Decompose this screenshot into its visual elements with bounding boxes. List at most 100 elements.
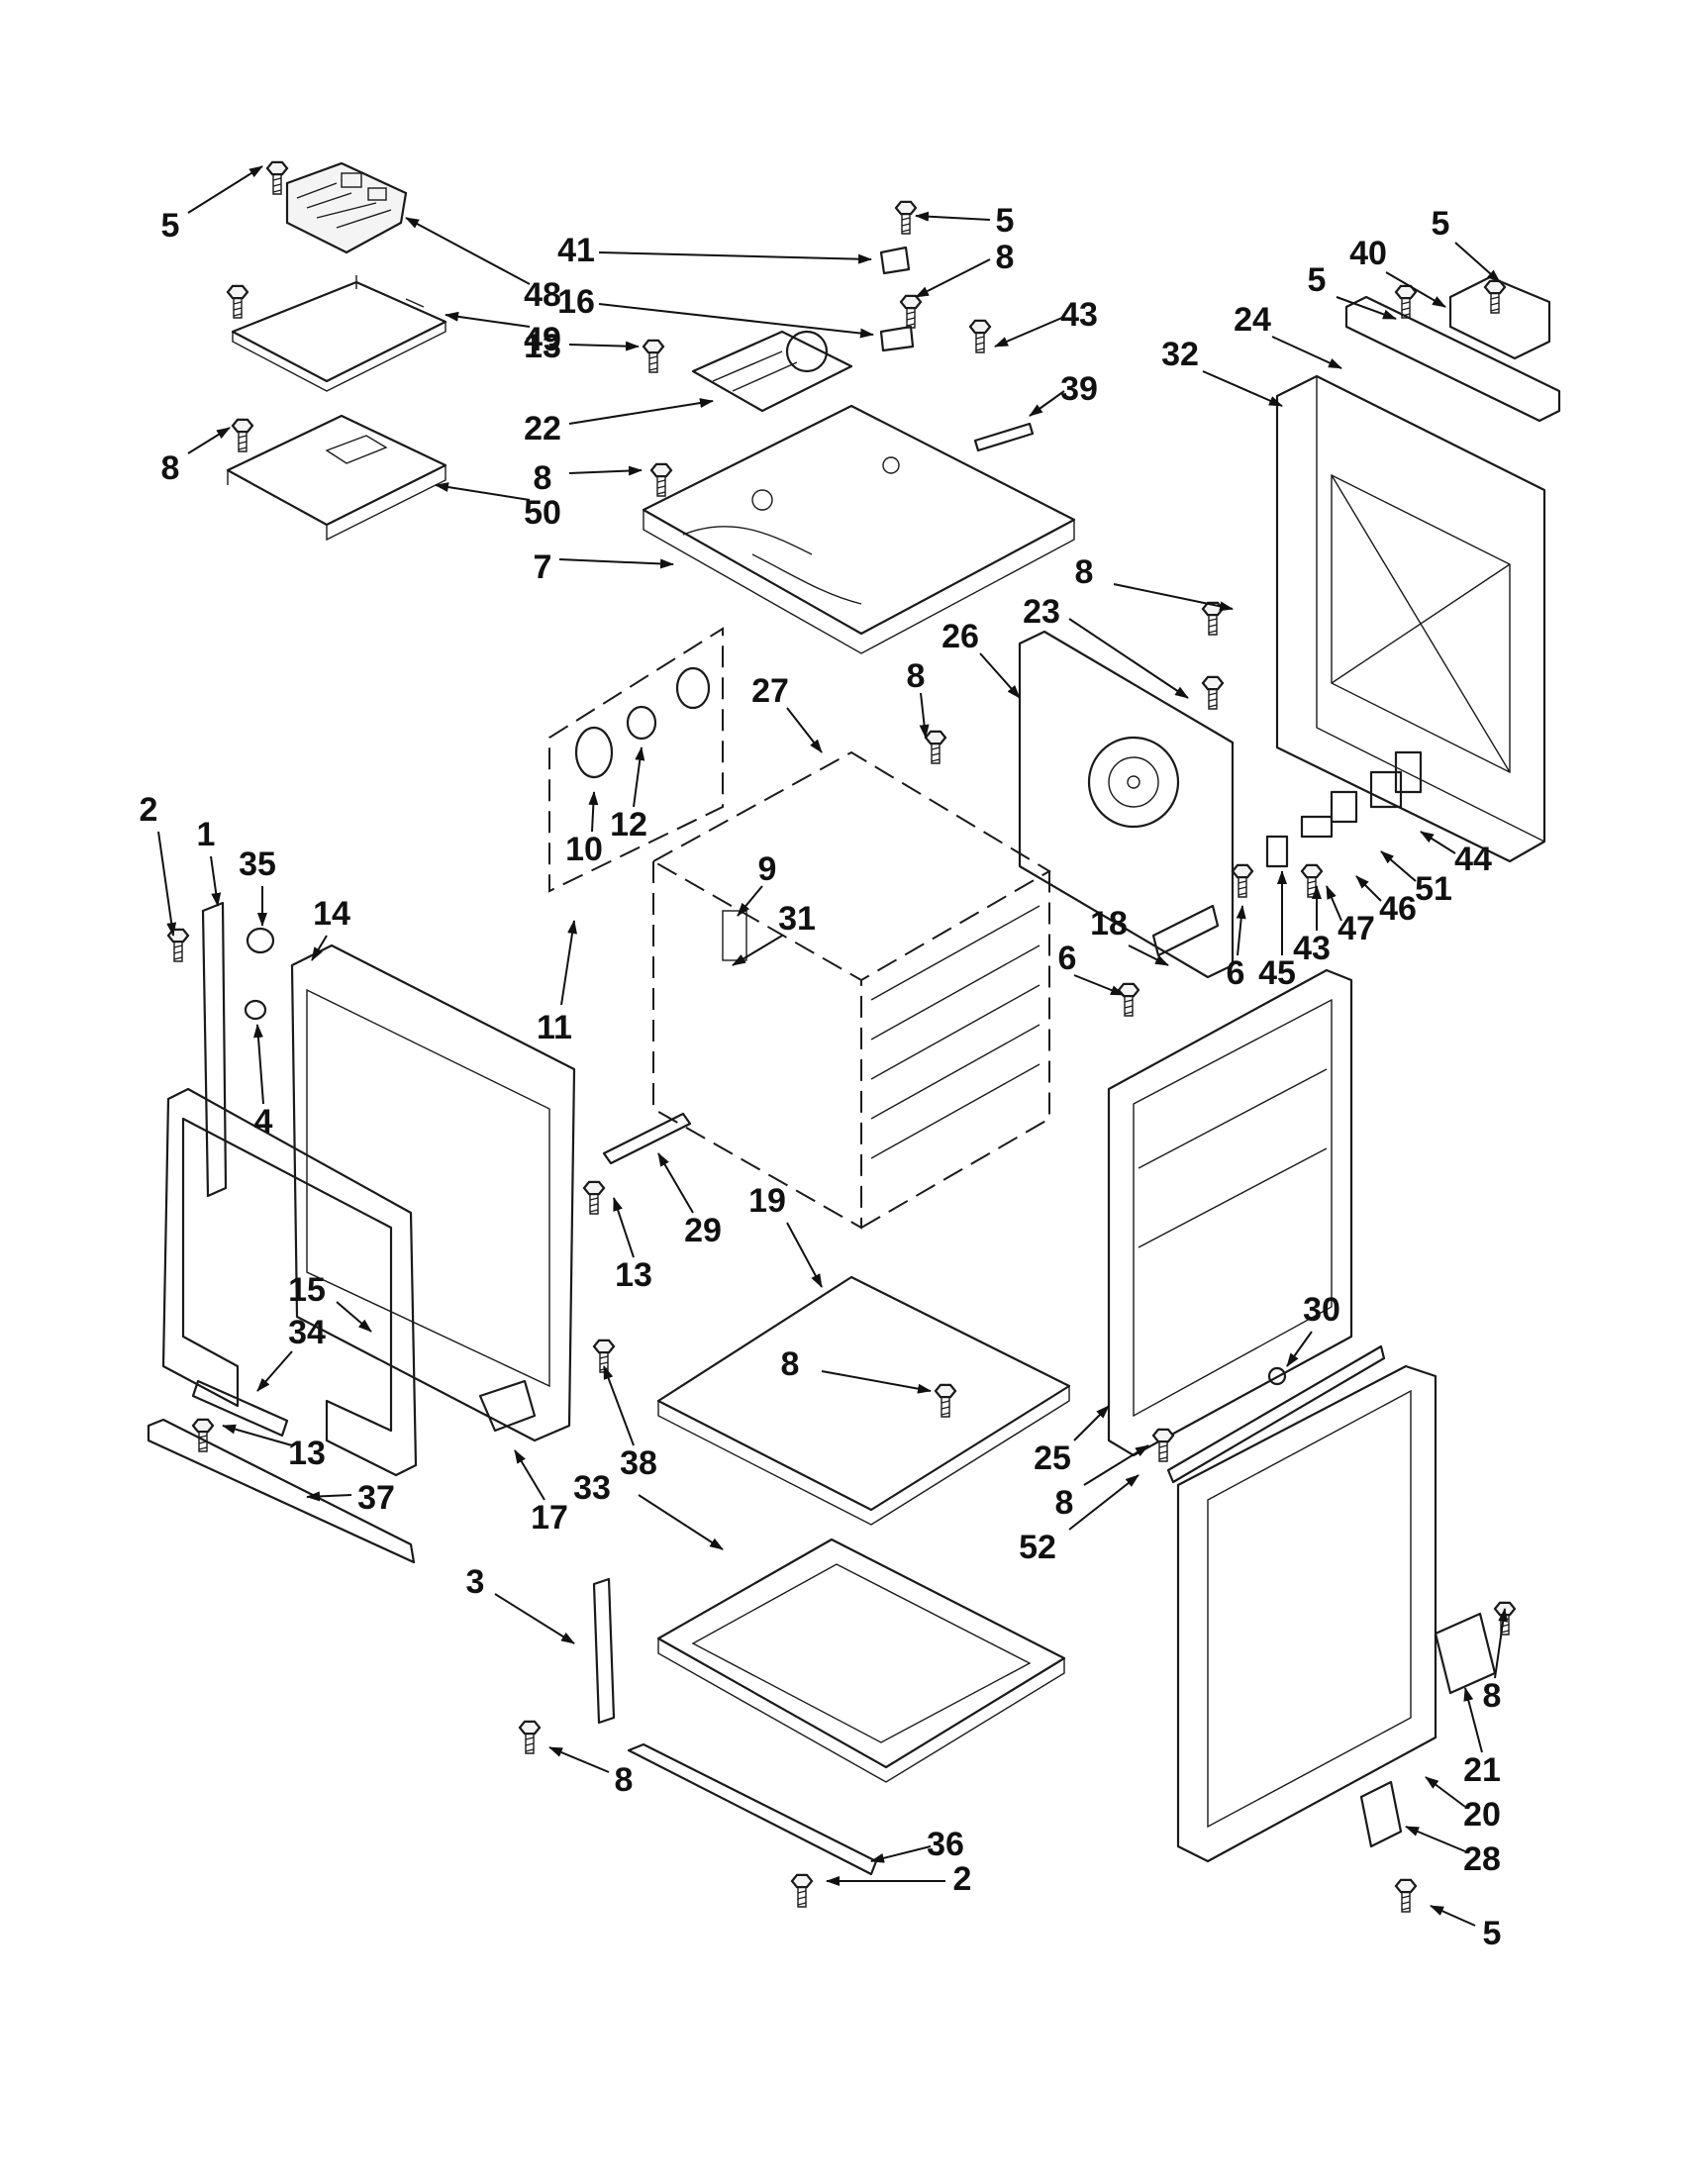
leader-lines [157, 165, 1509, 1927]
small-bracket-part [879, 246, 911, 275]
callout-label-c40: 40 [1349, 235, 1387, 272]
screw-part [924, 730, 947, 764]
screw-part [1300, 863, 1324, 898]
leader-line-c5a [187, 165, 263, 214]
lamp-parts [574, 666, 711, 779]
leader-line-c8c [568, 465, 643, 476]
rear-wall-part [1018, 630, 1235, 979]
bottom-trim-part [147, 1418, 416, 1564]
callout-label-c50: 50 [524, 494, 561, 532]
callout-label-c7: 7 [534, 548, 552, 586]
leader-line-c8d [1113, 583, 1234, 612]
callout-label-c46: 46 [1379, 890, 1417, 928]
leader-line-c50 [435, 482, 531, 501]
callout-label-c5a: 5 [161, 207, 180, 245]
storage-drawer-pan-part [656, 1538, 1066, 1783]
callout-label-c11: 11 [537, 1009, 572, 1046]
leader-line-c21 [1463, 1687, 1483, 1753]
callout-label-c4: 4 [254, 1103, 273, 1141]
leader-line-c13b [613, 1197, 635, 1258]
leader-line-c47 [1326, 885, 1342, 922]
callout-label-c5e: 5 [1483, 1915, 1502, 1952]
callout-label-c28: 28 [1463, 1840, 1501, 1878]
leader-line-c5b [915, 211, 991, 222]
screw-part [968, 319, 992, 353]
callout-label-c2b: 2 [953, 1860, 972, 1898]
leader-line-c12 [633, 746, 645, 808]
spacer-part [246, 927, 275, 954]
hinge-bracket-part [879, 325, 915, 352]
leader-line-c32 [1202, 370, 1283, 407]
back-panel-part [1275, 374, 1546, 863]
leader-line-c44 [1420, 831, 1456, 854]
callout-label-c36: 36 [927, 1826, 964, 1863]
screw-part [518, 1720, 542, 1754]
leader-line-c8i [1494, 1608, 1509, 1679]
callout-label-c18: 18 [1090, 905, 1128, 943]
board-tray-part [231, 275, 447, 392]
door-gasket-part [161, 1087, 418, 1477]
screw-part [649, 462, 673, 497]
leader-line-c25 [1073, 1405, 1110, 1441]
screw-part [899, 294, 923, 329]
callout-label-c34: 34 [288, 1314, 326, 1351]
callout-labels: 5484985041516843132239875405243282326827… [140, 202, 1502, 1952]
bottom-panel-part [656, 1275, 1071, 1526]
screw-part [265, 160, 289, 195]
callout-label-c8e: 8 [907, 657, 926, 695]
callout-label-c5c: 5 [1432, 205, 1450, 243]
leader-line-c8h [548, 1746, 610, 1773]
screw-part [231, 418, 254, 452]
leader-line-c14 [311, 935, 328, 961]
callout-label-c8b: 8 [996, 239, 1015, 276]
callout-label-c2a: 2 [140, 791, 158, 829]
leader-line-c33 [638, 1494, 724, 1550]
callout-label-c13b: 13 [615, 1256, 652, 1294]
callout-label-c5b: 5 [996, 202, 1015, 240]
callout-label-c38: 38 [620, 1444, 657, 1482]
screw-part [790, 1873, 814, 1908]
leader-line-c13a [568, 341, 640, 351]
screw-part [1231, 863, 1254, 898]
leader-line-c1 [210, 855, 222, 907]
callout-label-c13c: 13 [288, 1435, 326, 1472]
leader-line-c13c [222, 1424, 293, 1446]
callout-label-c25: 25 [1034, 1439, 1071, 1477]
leader-line-c26 [979, 652, 1021, 699]
callout-label-c33: 33 [573, 1469, 611, 1507]
terminal-block-parts [1265, 750, 1423, 868]
screw-part [226, 284, 249, 319]
leader-line-c5e [1430, 1905, 1476, 1927]
leader-line-c29 [657, 1152, 694, 1214]
callout-label-c43b: 43 [1293, 930, 1331, 967]
board-bracket-part [226, 414, 447, 542]
leader-line-c6a [1236, 905, 1246, 956]
callout-label-c1: 1 [197, 816, 216, 853]
door-panel-part [1176, 1364, 1437, 1863]
callout-label-c15: 15 [288, 1271, 326, 1309]
screw-group [166, 160, 1517, 1913]
leader-line-c11 [560, 920, 577, 1006]
callout-label-c6a: 6 [1227, 954, 1245, 992]
callout-label-c8g: 8 [1055, 1484, 1074, 1522]
callout-label-c26: 26 [941, 618, 979, 655]
leader-line-c19 [786, 1222, 823, 1288]
screw-part [894, 200, 918, 235]
leader-line-c10 [588, 791, 599, 833]
leader-line-c31 [732, 935, 783, 966]
lamp-group-box [548, 627, 724, 893]
leader-line-c51 [1380, 850, 1417, 882]
callout-label-c44: 44 [1454, 841, 1492, 878]
leader-line-c8g [1083, 1444, 1149, 1486]
strip-part [973, 422, 1035, 452]
callout-label-c43a: 43 [1060, 296, 1098, 334]
callout-label-c3: 3 [466, 1563, 485, 1601]
callout-label-c45: 45 [1258, 954, 1296, 992]
leader-line-c7 [558, 558, 674, 569]
callout-label-c21: 21 [1463, 1751, 1501, 1789]
leader-line-c2a [157, 831, 177, 937]
leader-line-c49 [445, 311, 531, 328]
callout-label-c8f: 8 [781, 1345, 800, 1383]
screw-part [1201, 601, 1225, 636]
callout-label-c52: 52 [1019, 1529, 1056, 1566]
